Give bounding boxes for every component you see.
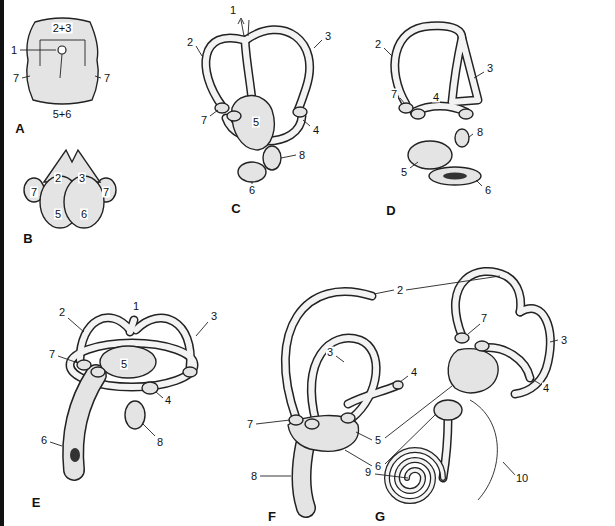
callout-number: 3 (324, 31, 332, 42)
callout-number: 3 (326, 347, 334, 358)
callout-number: 6 (40, 435, 48, 446)
panel-letter: E (31, 496, 42, 509)
callout-number: 2+3 (52, 23, 73, 34)
callout-number: 4 (410, 367, 418, 378)
callout-number: 1 (10, 45, 18, 56)
callout-number: 8 (250, 471, 258, 482)
callout-number: 2 (374, 39, 382, 50)
callout-number: 10 (515, 473, 529, 484)
panel-letter: F (267, 510, 277, 523)
callout-number: 4 (432, 92, 440, 103)
panel-letter: G (374, 510, 386, 523)
panel-letter: A (14, 122, 25, 135)
panel-letter: C (230, 202, 241, 215)
callout-number: 3 (560, 335, 568, 346)
callout-number: 7 (48, 349, 56, 360)
callout-number: 4 (164, 395, 172, 406)
callout-number: 7 (480, 313, 488, 324)
callout-number: 7 (12, 73, 20, 84)
callout-number: 5 (400, 167, 408, 178)
callout-number: 6 (248, 185, 256, 196)
callout-number: 6 (374, 461, 382, 472)
callout-number: 7 (102, 187, 110, 198)
callout-number: 5 (374, 435, 382, 446)
callout-number: 2 (396, 285, 404, 296)
callout-number: 3 (78, 173, 86, 184)
panel-letter: D (385, 204, 396, 217)
panel-letter: B (22, 232, 33, 245)
callout-number: 6 (484, 185, 492, 196)
callout-number: 1 (132, 301, 140, 312)
callout-number: 5 (54, 209, 62, 220)
callout-number: 7 (30, 187, 38, 198)
callout-number: 4 (542, 383, 550, 394)
callout-number: 7 (103, 73, 111, 84)
callout-number: 9 (364, 467, 372, 478)
callout-number: 8 (156, 437, 164, 448)
callout-number: 5+6 (52, 109, 73, 120)
callout-number: 1 (229, 5, 237, 16)
callout-number: 3 (210, 311, 218, 322)
callout-number: 8 (476, 127, 484, 138)
callout-number: 2 (54, 173, 62, 184)
callout-number: 7 (246, 419, 254, 430)
callout-number: 4 (312, 125, 320, 136)
callout-number: 8 (298, 150, 306, 161)
callout-number: 7 (200, 115, 208, 126)
callout-number: 2 (58, 307, 66, 318)
callout-number: 2 (186, 37, 194, 48)
callout-number: 3 (486, 63, 494, 74)
callout-number: 5 (252, 117, 260, 128)
callout-number: 5 (120, 359, 128, 370)
callout-number: 6 (80, 209, 88, 220)
callout-number: 7 (390, 89, 398, 100)
